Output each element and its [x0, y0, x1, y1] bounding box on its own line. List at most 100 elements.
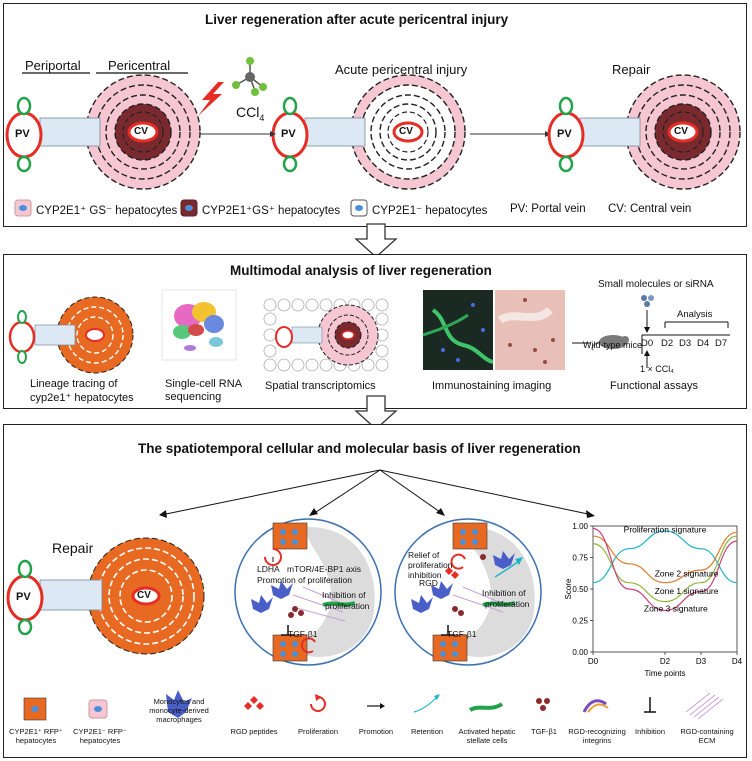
scrna-label-line1: Single-cell RNA: [165, 378, 243, 390]
panel1-title: Liver regeneration after acute pericentr…: [205, 12, 509, 27]
series-line: [592, 527, 738, 612]
ccl4-text: CCl: [236, 104, 260, 120]
cv-label-3: CV: [674, 126, 688, 137]
legend3-item-integrins: RGD-recognizing integrins: [568, 727, 626, 745]
fan-arrows: [159, 469, 595, 518]
series-annotation: Zone 1 signature: [655, 586, 719, 596]
legend3-item-retention: Retention: [410, 727, 444, 736]
lineage-lobule: [8, 296, 134, 374]
legend1-item-gs-neg: CYP2E1⁺ GS⁻ hepatocytes: [36, 205, 178, 217]
analysis-label: Analysis: [677, 309, 713, 320]
series-annotation: Proliferation signature: [624, 524, 707, 534]
day-d3: D3: [679, 338, 692, 349]
panel2-title: Multimodal analysis of liver regeneratio…: [230, 263, 492, 278]
day-d0: D0: [641, 338, 654, 349]
series-annotation: Zone 3 signature: [644, 604, 708, 614]
legend3-item-rfp-pos: CYP2E1⁺ RFP⁺ hepatocytes: [9, 727, 63, 745]
mouse-icon: [591, 335, 629, 351]
series-line: [592, 531, 738, 584]
y-tick-label: 0.75: [572, 554, 588, 563]
legend1-swatches: [14, 199, 368, 217]
zone-underlines: [22, 72, 188, 74]
dose-label: 1 × CCl₄: [640, 364, 674, 374]
legend3-item-rfp-neg: CYP2E1⁻ RFP⁻ hepatocytes: [73, 727, 127, 745]
molecule-dots-icon: [641, 295, 654, 307]
series-annotation: Zone 2 signature: [655, 568, 719, 578]
cv-label-2: CV: [399, 126, 413, 137]
ccl4-molecule-icon: [232, 57, 267, 96]
timeline: [572, 310, 730, 368]
mech2-relief-line1: Relief of: [408, 550, 440, 560]
small-molecules-label: Small molecules or siRNA: [598, 279, 714, 290]
lobule-repair-traced: [6, 537, 205, 655]
x-axis-label: Time points: [644, 669, 685, 678]
mech2-relief-line3: inhibition: [408, 570, 442, 580]
x-tick-label: D4: [732, 657, 743, 666]
panel3-title: The spatiotemporal cellular and molecula…: [138, 441, 581, 456]
immuno-label: Immunostaining imaging: [432, 380, 552, 392]
lightning-icon: [198, 82, 224, 116]
legend1-item-pv: PV: Portal vein: [510, 203, 586, 215]
legend1-item-cv: CV: Central vein: [608, 203, 692, 215]
legend3-item-promotion: Promotion: [358, 727, 394, 736]
lineage-label-line1: Lineage tracing of: [30, 378, 118, 390]
mech1-tgf: TGF-β1: [288, 629, 318, 639]
mech1-inhib-line2: proliferation: [325, 601, 370, 611]
pv-label-1: PV: [15, 128, 30, 140]
legend3-item-proliferation: Proliferation: [297, 727, 339, 736]
legend3-item-stellate: Activated hepatic stellate cells: [458, 727, 516, 745]
mech2-inhib-line2: proliferation: [485, 599, 530, 609]
ccl4-label: CCl4: [236, 104, 264, 123]
x-tick-label: D0: [588, 657, 599, 666]
scrna-label-line2: sequencing: [165, 391, 222, 403]
functional-label: Functional assays: [610, 380, 699, 392]
y-tick-label: 0.00: [572, 648, 588, 657]
legend1-item-cyp-neg: CYP2E1⁻ hepatocytes: [372, 205, 488, 217]
immunostain-image-1: [422, 290, 494, 370]
mech1-ldha: LDHA: [257, 564, 280, 574]
mech1-mtor: mTOR/4E-BP1 axis: [287, 564, 362, 574]
y-tick-label: 1.00: [572, 522, 588, 531]
mech2-tgf: TGF-β1: [447, 629, 477, 639]
legend3-item-tgf: TGF-β1: [531, 727, 557, 736]
spatial-label: Spatial transcriptomics: [265, 380, 376, 392]
mech1-promo: Promotion of proliferation: [257, 575, 352, 585]
mice-label: Wild-type mice: [583, 340, 643, 350]
y-tick-label: 0.25: [572, 617, 588, 626]
pv-label-2: PV: [281, 128, 296, 140]
mechanism-diagram-2: [394, 518, 542, 666]
legend3-item-monocytes: Monocytes and monocyte-derived macrophag…: [149, 697, 209, 724]
day-d2: D2: [661, 338, 674, 349]
spatial-grid-icon: [263, 298, 389, 372]
x-tick-label: D2: [660, 657, 671, 666]
label-repair: Repair: [612, 62, 651, 77]
mech2-relief-line2: proliferation: [408, 560, 453, 570]
down-arrow-icon: [354, 395, 398, 430]
pv-label-4: PV: [16, 591, 31, 603]
mech2-rgd: RGD: [419, 578, 438, 588]
day-d4: D4: [697, 338, 710, 349]
immunostain-image-2: [495, 290, 565, 370]
label-acute-injury: Acute pericentral injury: [335, 62, 468, 77]
lobule-normal: [5, 74, 201, 190]
label-pericentral: Pericentral: [108, 58, 171, 73]
lobule-injured: [200, 74, 551, 190]
umap-plot-icon: [161, 289, 237, 361]
cv-label-1: CV: [134, 126, 148, 137]
y-tick-label: 0.50: [572, 585, 588, 594]
y-axis-label: Score: [564, 578, 573, 599]
ccl4-subscript: 4: [259, 112, 265, 123]
legend3-item-rgd-peptides: RGD peptides: [230, 727, 278, 736]
pv-label-3: PV: [557, 128, 572, 140]
down-arrow-icon: [354, 223, 398, 258]
legend3-item-ecm: RGD-containing ECM: [680, 727, 734, 745]
mech2-inhib-line1: Inhibition of: [482, 588, 526, 598]
mechanism-diagram-1: [234, 518, 382, 666]
legend1-item-gs-pos: CYP2E1⁺GS⁺ hepatocytes: [202, 205, 341, 217]
lobule-repair: [547, 74, 741, 190]
day-d7: D7: [715, 338, 728, 349]
series-line: [592, 530, 738, 584]
repair-label-3: Repair: [52, 540, 94, 556]
